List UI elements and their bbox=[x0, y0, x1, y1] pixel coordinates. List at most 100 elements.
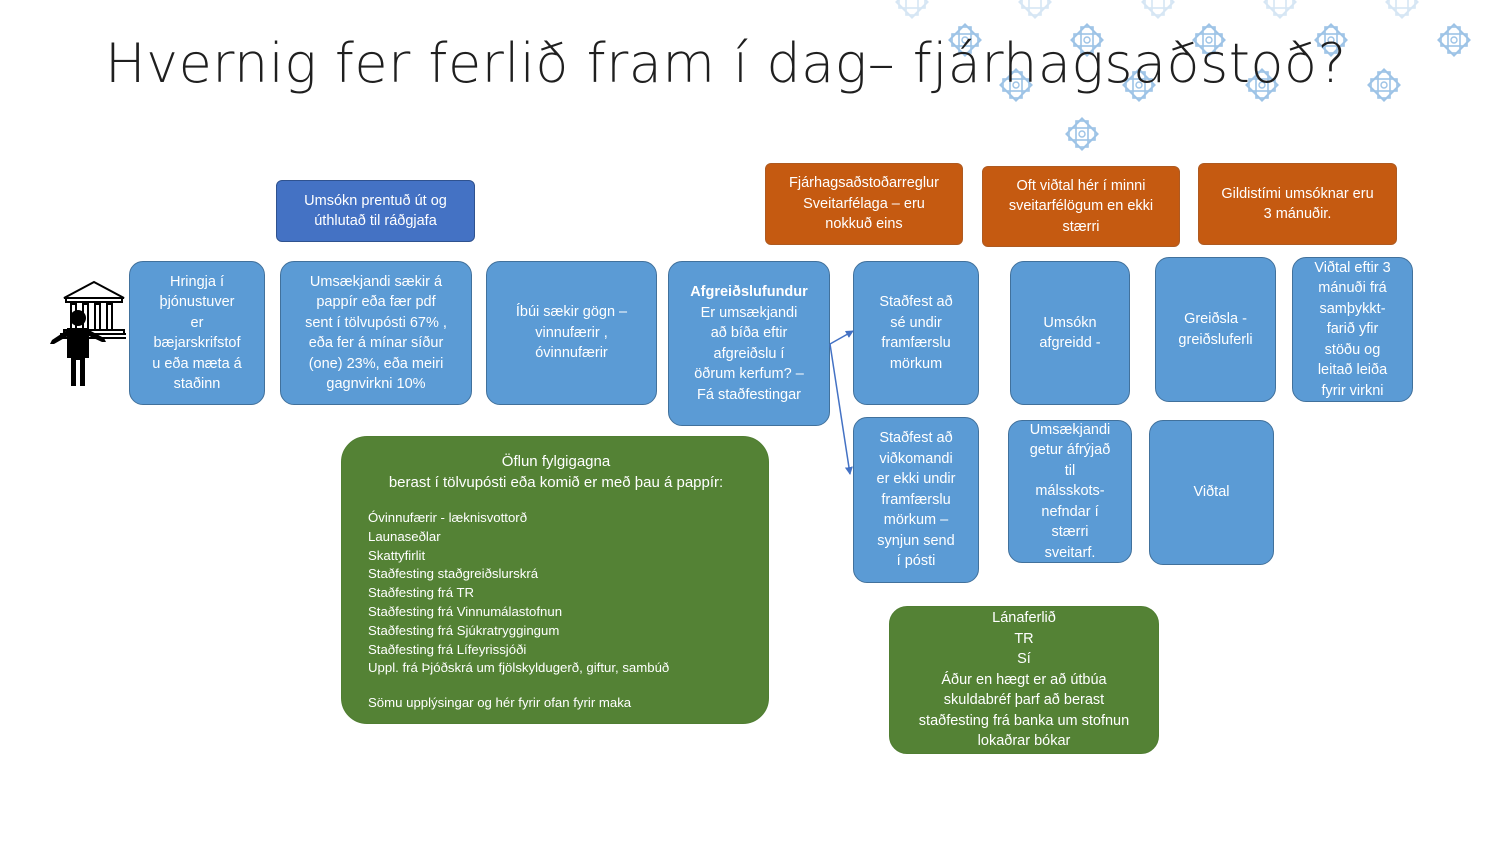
box-text-line: er bbox=[190, 314, 204, 331]
box-text-line: afgreidd - bbox=[1039, 335, 1101, 351]
decorative-knot-icon bbox=[1437, 23, 1471, 57]
arrow-to-confirmed-not-under bbox=[829, 343, 853, 475]
box-text-line: mánuði frá bbox=[1318, 280, 1387, 297]
box-text-line: bæjarskrifstof bbox=[153, 335, 241, 351]
validity-note-box: Gildistími umsóknar eru 3 mánuðir. bbox=[1198, 163, 1397, 245]
box-text-line: skuldabréf þarf að berast bbox=[943, 692, 1105, 709]
box-text-line: Er umsækjandi bbox=[700, 304, 798, 321]
box-text-line: framfærslu bbox=[881, 335, 951, 351]
box-text-line: Greiðsla - bbox=[1184, 311, 1247, 327]
box-title: Afgreiðslufundur bbox=[690, 284, 808, 300]
box-text-line: afgreiðslu í bbox=[713, 345, 785, 362]
box-text-line: þjónustuver bbox=[159, 294, 235, 310]
interview-after-step: Viðtal eftir 3 mánuði frá samþykkt- fari… bbox=[1292, 257, 1413, 402]
resident-documents-step: Íbúi sækir gögn – vinnufærir , óvinnufær… bbox=[486, 261, 657, 405]
box-text-line: Lánaferlið bbox=[992, 610, 1056, 627]
confirmed-not-under-step: Staðfest að viðkomandi er ekki undir fra… bbox=[853, 417, 979, 583]
box-text-line: vinnufærir , bbox=[535, 324, 608, 341]
box-text-line: synjun send bbox=[877, 532, 955, 549]
box-text-line: stærri bbox=[1051, 524, 1089, 541]
document-item: Staðfesting staðgreiðslurskrá bbox=[368, 566, 539, 582]
box-text-line: að bíða eftir bbox=[710, 325, 788, 341]
box-text-line: málsskots- bbox=[1035, 483, 1105, 500]
decorative-knot-icon bbox=[1065, 117, 1099, 151]
call-office-step: Hringja í þjónustuver er bæjarskrifstof … bbox=[129, 261, 265, 405]
box-text-line: gagnvirkni 10% bbox=[326, 376, 426, 392]
box-text-line: TR bbox=[1014, 630, 1034, 647]
document-item: Óvinnufærir - læknisvottorð bbox=[368, 510, 528, 526]
box-text-line: stærri bbox=[1062, 218, 1100, 235]
box-text-line: er ekki undir bbox=[876, 471, 956, 488]
box-text-line: öðrum kerfum? – bbox=[694, 366, 804, 382]
printed-application-box: Umsókn prentuð út og úthlutað til ráðgja… bbox=[276, 180, 475, 242]
box-text-line: 3 mánuðir. bbox=[1263, 206, 1332, 222]
interview-step: Viðtal bbox=[1149, 420, 1274, 565]
spacer bbox=[368, 493, 744, 509]
box-text-line: getur áfrýjað bbox=[1029, 442, 1111, 459]
box-text-line: (one) 23%, eða meiri bbox=[308, 355, 444, 372]
box-text-line: Sveitarfélaga – eru bbox=[803, 195, 925, 212]
box-text-line: samþykkt- bbox=[1319, 300, 1386, 317]
interview-often-note-box: Oft viðtal hér í minni sveitarfélögum en… bbox=[982, 166, 1180, 247]
box-text-line: eða fer á mínar síður bbox=[308, 335, 444, 351]
appeal-step: Umsækjandi getur áfrýjað til málsskots- … bbox=[1008, 420, 1132, 563]
box-text-line: Umsækjandi bbox=[1029, 421, 1111, 438]
box-text-line: Staðfest að bbox=[879, 294, 953, 310]
box-text-line: Fá staðfestingar bbox=[697, 386, 801, 403]
box-text-line: Viðtal eftir 3 bbox=[1314, 259, 1391, 276]
application-processed-step: Umsókn afgreidd - bbox=[1010, 261, 1130, 405]
documents-heading: Öflun fylgigagna bbox=[501, 453, 611, 470]
document-item: Staðfesting frá Lífeyrissjóði bbox=[368, 641, 527, 657]
box-text-line: sveitarfélögum en ekki bbox=[1008, 198, 1154, 215]
box-text-line: mörkum bbox=[889, 355, 943, 372]
rules-note-box: Fjárhagsaðstoðarreglur Sveitarfélaga – e… bbox=[765, 163, 963, 245]
payment-step: Greiðsla - greiðsluferli bbox=[1155, 257, 1276, 402]
box-text-line: Umsókn prentuð út og bbox=[304, 192, 447, 209]
box-text-line: Áður en hægt er að útbúa bbox=[941, 671, 1107, 688]
documents-subheading: berast í tölvupósti eða komið er með þau… bbox=[388, 474, 724, 491]
spacer bbox=[368, 678, 744, 694]
loan-process-box: Lánaferlið TR Sí Áður en hægt er að útbú… bbox=[889, 606, 1159, 754]
box-text-line: Íbúi sækir gögn – bbox=[515, 304, 628, 321]
documents-footer: Sömu upplýsingar og hér fyrir ofan fyrir… bbox=[368, 695, 632, 711]
box-text-line: sent í tölvupósti 67% , bbox=[305, 314, 447, 331]
box-text-line: viðkomandi bbox=[879, 450, 953, 467]
box-text-line: Staðfest að bbox=[879, 430, 953, 447]
box-text-line: framfærslu bbox=[881, 491, 951, 508]
box-text-line: staðinn bbox=[173, 376, 221, 392]
box-text-line: fyrir virkni bbox=[1321, 382, 1384, 399]
decorative-knot-icon bbox=[895, 0, 929, 19]
box-text-line: pappír eða fær pdf bbox=[316, 294, 436, 310]
box-text-line: u eða mæta á bbox=[152, 355, 242, 372]
box-text-line: sveitarf. bbox=[1044, 544, 1096, 561]
box-text-line: leitað leiða bbox=[1317, 362, 1388, 379]
document-item: Staðfesting frá TR bbox=[368, 585, 475, 601]
box-text-line: Umsókn bbox=[1043, 314, 1097, 331]
box-text-line: Gildistími umsóknar eru bbox=[1221, 185, 1374, 202]
box-text-line: Fjárhagsaðstoðarreglur bbox=[789, 175, 939, 192]
box-text-line: lokaðrar bókar bbox=[977, 733, 1071, 750]
document-item: Skattyfirlit bbox=[368, 547, 426, 563]
arrow-to-confirmed-under bbox=[829, 330, 854, 345]
box-text-line: óvinnufærir bbox=[535, 345, 608, 362]
processing-meeting-step: Afgreiðslufundur Er umsækjandi að bíða e… bbox=[668, 261, 830, 426]
box-text-line: í pósti bbox=[896, 553, 936, 570]
box-text-line: farið yfir bbox=[1326, 321, 1379, 338]
documents-box: Öflun fylgigagna berast í tölvupósti eða… bbox=[341, 436, 769, 724]
decorative-knot-icon bbox=[1385, 0, 1419, 19]
box-text-line: Umsækjandi sækir á bbox=[309, 273, 443, 290]
box-text-line: nokkuð eins bbox=[825, 216, 903, 233]
decorative-knot-icon bbox=[1367, 68, 1401, 102]
confirmed-under-step: Staðfest að sé undir framfærslu mörkum bbox=[853, 261, 979, 405]
decorative-knot-icon bbox=[1263, 0, 1297, 19]
apply-step: Umsækjandi sækir á pappír eða fær pdf se… bbox=[280, 261, 472, 405]
document-item: Staðfesting frá Vinnumálastofnun bbox=[368, 604, 563, 619]
box-text-line: greiðsluferli bbox=[1178, 331, 1253, 348]
document-item: Staðfesting frá Sjúkratryggingum bbox=[368, 622, 560, 638]
box-text-line: nefndar í bbox=[1041, 503, 1099, 520]
box-text-line: staðfesting frá banka um stofnun bbox=[918, 712, 1130, 729]
box-text-line: stöðu og bbox=[1324, 341, 1381, 358]
box-text-line: Oft viðtal hér í minni bbox=[1016, 177, 1146, 194]
box-text-line: úthlutað til ráðgjafa bbox=[314, 213, 437, 229]
document-item: Uppl. frá Þjóðskrá um fjölskyldugerð, gi… bbox=[368, 660, 670, 676]
